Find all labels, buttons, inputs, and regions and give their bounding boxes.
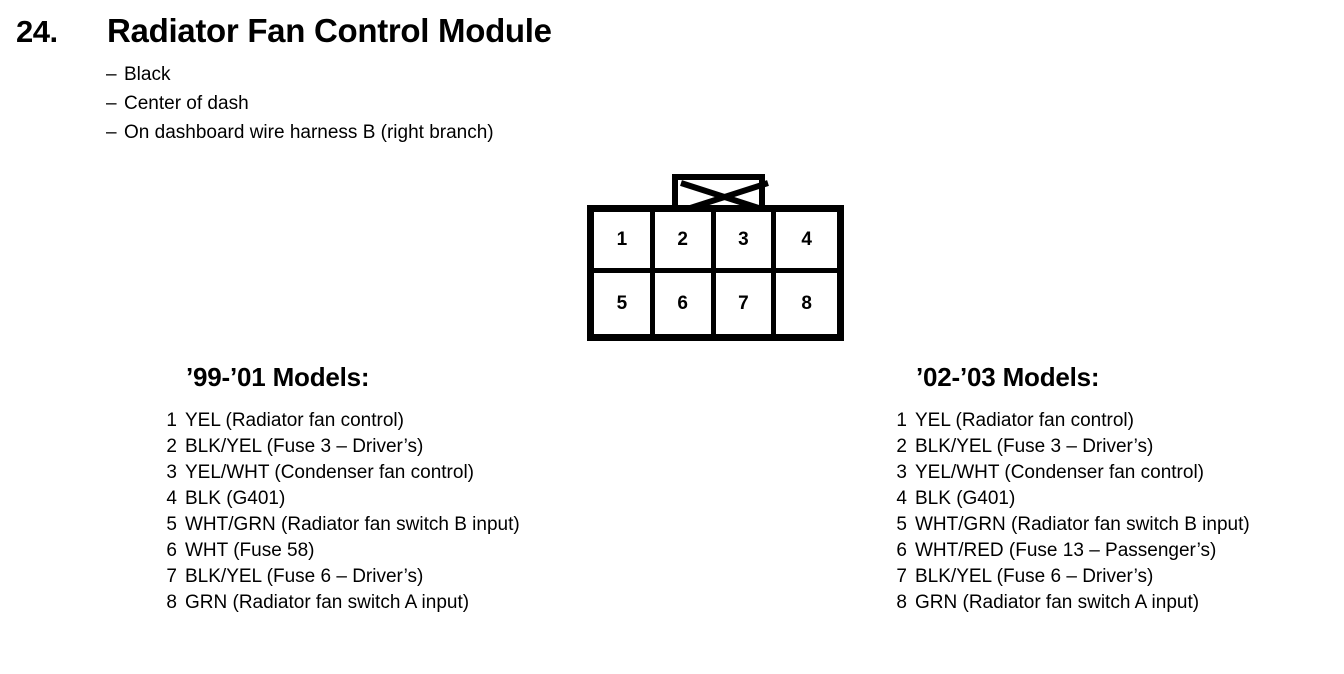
note-item: – Black xyxy=(106,64,806,93)
pin-number: 3 xyxy=(896,462,907,483)
pin-number: 6 xyxy=(896,540,907,561)
pin-number: 8 xyxy=(896,592,907,613)
pin-description: BLK/YEL (Fuse 6 – Driver’s) xyxy=(915,566,1154,587)
pin-description: WHT (Fuse 58) xyxy=(185,540,315,561)
pin-description: YEL (Radiator fan control) xyxy=(915,410,1134,431)
pin-description: WHT/GRN (Radiator fan switch B input) xyxy=(915,514,1250,535)
pin-description: GRN (Radiator fan switch A input) xyxy=(915,592,1200,613)
pin-number: 7 xyxy=(166,566,177,587)
pin-number: 3 xyxy=(166,462,177,483)
connector-pin-grid: 1 2 3 4 5 6 7 8 xyxy=(587,205,844,341)
pin-description: WHT/RED (Fuse 13 – Passenger’s) xyxy=(915,540,1217,561)
pin-description: GRN (Radiator fan switch A input) xyxy=(185,592,470,613)
connector-pin-5: 5 xyxy=(594,273,655,334)
pin-description: BLK (G401) xyxy=(185,488,286,509)
pin-row: 1 YEL (Radiator fan control) xyxy=(163,410,404,436)
note-item: – On dashboard wire harness B (right bra… xyxy=(106,122,806,151)
pin-number: 1 xyxy=(896,410,907,431)
connector-pin-6: 6 xyxy=(655,273,716,334)
pin-row: 2 BLK/YEL (Fuse 3 – Driver’s) xyxy=(893,436,1153,462)
pin-number: 7 xyxy=(896,566,907,587)
note-text: On dashboard wire harness B (right branc… xyxy=(124,122,494,143)
pin-description: WHT/GRN (Radiator fan switch B input) xyxy=(185,514,520,535)
notes-list: – Black – Center of dash – On dashboard … xyxy=(106,64,806,151)
connector-diagram: 1 2 3 4 5 6 7 8 xyxy=(587,174,844,342)
pin-list-99-01: ’99-’01 Models: 1 YEL (Radiator fan cont… xyxy=(163,362,519,618)
page-title: Radiator Fan Control Module xyxy=(107,12,552,49)
pin-row: 7 BLK/YEL (Fuse 6 – Driver’s) xyxy=(893,566,1153,592)
pin-description: YEL/WHT (Condenser fan control) xyxy=(915,462,1204,483)
pin-row: 7 BLK/YEL (Fuse 6 – Driver’s) xyxy=(163,566,423,592)
pin-row: 4 BLK (G401) xyxy=(163,488,369,514)
item-number: 24. xyxy=(16,14,58,49)
pin-row: 3 YEL/WHT (Condenser fan control) xyxy=(163,462,474,488)
pin-list-heading: ’99-’01 Models: xyxy=(186,362,370,392)
connector-pin-3: 3 xyxy=(715,212,777,273)
pin-row: 1 YEL (Radiator fan control) xyxy=(893,410,1134,436)
pin-description: BLK/YEL (Fuse 3 – Driver’s) xyxy=(185,436,424,457)
pin-description: BLK (G401) xyxy=(915,488,1016,509)
connector-pin-2: 2 xyxy=(654,212,716,273)
pin-row: 5 WHT/GRN (Radiator fan switch B input) xyxy=(163,514,519,540)
pin-row: 8 GRN (Radiator fan switch A input) xyxy=(163,592,469,618)
note-text: Black xyxy=(124,64,171,85)
connector-pin-1: 1 xyxy=(594,212,655,273)
pin-description: YEL (Radiator fan control) xyxy=(185,410,404,431)
pin-number: 4 xyxy=(166,488,177,509)
connector-pin-7: 7 xyxy=(716,273,777,334)
pin-number: 4 xyxy=(896,488,907,509)
pin-number: 5 xyxy=(896,514,907,535)
pin-list-heading: ’02-’03 Models: xyxy=(916,362,1100,392)
note-item: – Center of dash xyxy=(106,93,806,122)
pin-row: 8 GRN (Radiator fan switch A input) xyxy=(893,592,1199,618)
pin-row: 5 WHT/GRN (Radiator fan switch B input) xyxy=(893,514,1249,540)
pin-row: 3 YEL/WHT (Condenser fan control) xyxy=(893,462,1204,488)
dash-bullet-icon: – xyxy=(106,93,117,114)
pin-row: 6 WHT (Fuse 58) xyxy=(163,540,369,566)
pin-row: 6 WHT/RED (Fuse 13 – Passenger’s) xyxy=(893,540,1216,566)
pin-number: 6 xyxy=(166,540,177,561)
pin-row: 4 BLK (G401) xyxy=(893,488,1099,514)
pin-number: 8 xyxy=(166,592,177,613)
pin-list-02-03: ’02-’03 Models: 1 YEL (Radiator fan cont… xyxy=(893,362,1249,618)
connector-pin-4: 4 xyxy=(776,212,837,273)
pin-description: BLK/YEL (Fuse 3 – Driver’s) xyxy=(915,436,1154,457)
pin-number: 2 xyxy=(896,436,907,457)
pin-number: 1 xyxy=(166,410,177,431)
pin-number: 5 xyxy=(166,514,177,535)
pin-number: 2 xyxy=(166,436,177,457)
connector-locking-tab-icon xyxy=(672,174,769,214)
pin-row: 2 BLK/YEL (Fuse 3 – Driver’s) xyxy=(163,436,423,462)
pin-description: YEL/WHT (Condenser fan control) xyxy=(185,462,474,483)
note-text: Center of dash xyxy=(124,93,249,114)
dash-bullet-icon: – xyxy=(106,122,117,143)
dash-bullet-icon: – xyxy=(106,64,117,85)
connector-pin-8: 8 xyxy=(801,292,812,314)
pin-description: BLK/YEL (Fuse 6 – Driver’s) xyxy=(185,566,424,587)
